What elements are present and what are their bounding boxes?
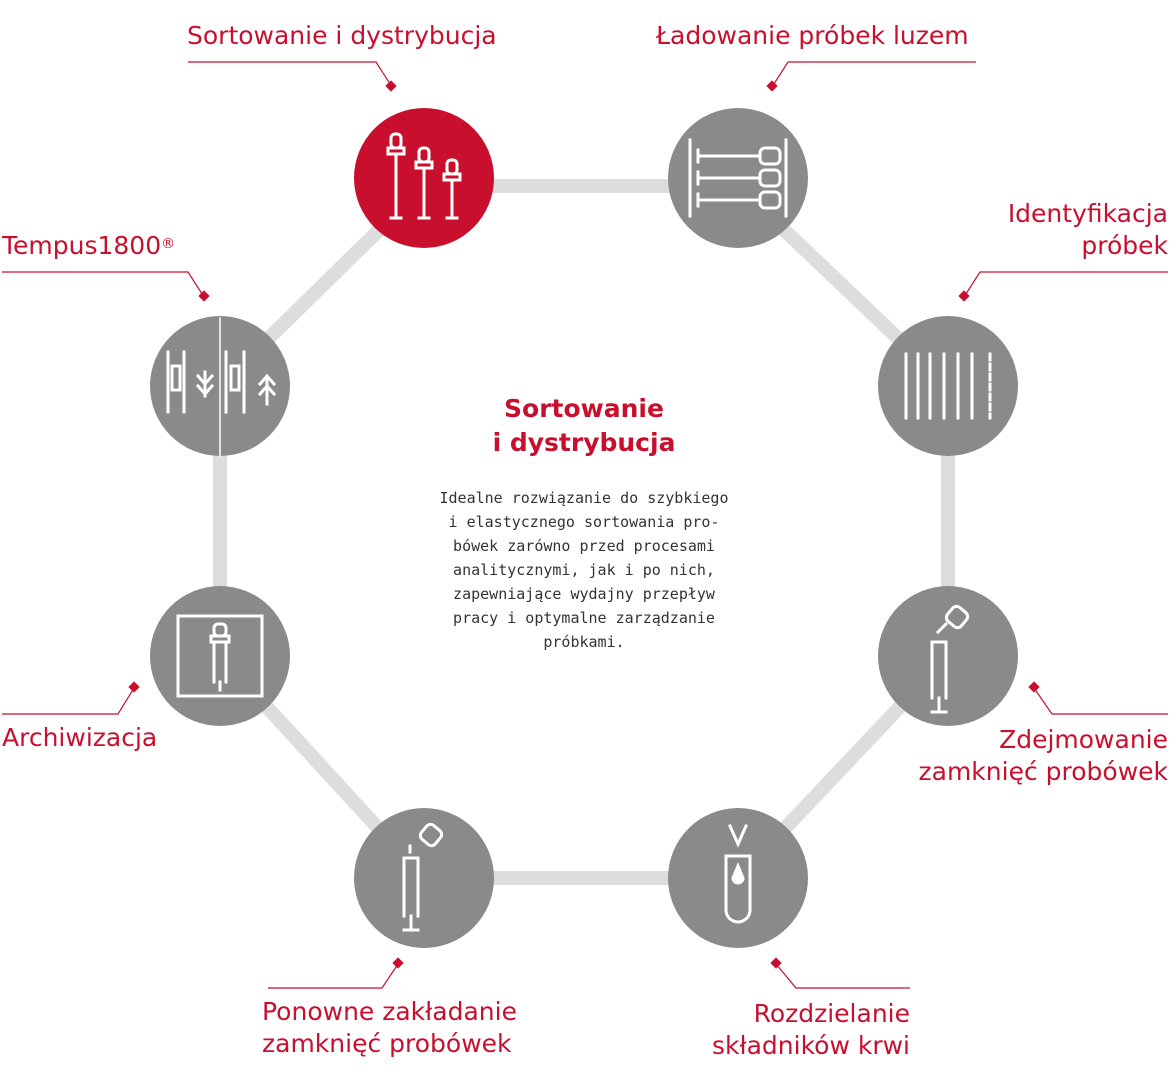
leader-dot	[385, 80, 397, 92]
leader-identification	[963, 271, 1168, 298]
center-title-line: i dystrybucja	[492, 428, 676, 457]
description-line: bówek zarówno przed procesami	[453, 537, 715, 555]
label-line: Rozdzielanie	[753, 999, 910, 1028]
decap-tube-icon	[930, 604, 970, 714]
label-line: Sortowanie i dystrybucja	[187, 21, 497, 50]
barcode-icon	[904, 352, 992, 420]
description-line: i elastycznego sortowania pro-	[448, 513, 720, 531]
description-line: pracy i optymalne zarządzanie	[453, 609, 715, 627]
description-line: analitycznymi, jak i po nich,	[453, 561, 715, 579]
node-recapping[interactable]	[354, 808, 494, 948]
three-tubes-icon	[386, 132, 462, 220]
leader-dot	[198, 290, 210, 302]
leader-recapping	[268, 963, 399, 989]
label-line: składników krwi	[711, 1031, 910, 1060]
label-recapping: Ponowne zakładanie zamknięć probówek	[262, 996, 517, 1060]
leader-dot	[1028, 681, 1040, 693]
leader-decapping	[1033, 687, 1168, 715]
label-tempus: Tempus1800®	[2, 230, 175, 262]
label-line: Tempus1800	[2, 231, 162, 260]
leader-sorting	[188, 61, 393, 88]
leader-archiving	[2, 687, 135, 715]
description-line: próbkami.	[543, 633, 625, 651]
label-sorting: Sortowanie i dystrybucja	[187, 20, 497, 52]
recap-tube-icon	[402, 822, 444, 932]
leader-dot	[958, 290, 970, 302]
label-identification: Identyfikacja próbek	[1008, 198, 1168, 262]
tube-rack-icon	[688, 138, 788, 218]
node-identification[interactable]	[878, 316, 1018, 456]
leader-centrifugation	[775, 963, 910, 989]
leader-dot	[128, 681, 140, 693]
label-bulk-loading: Ładowanie próbek luzem	[656, 20, 969, 52]
center-title-line: Sortowanie	[504, 394, 664, 423]
leader-tempus	[2, 271, 205, 298]
label-line: zamknięć probówek	[262, 1029, 512, 1058]
tempus-transfer-icon	[166, 317, 277, 457]
archive-tube-icon	[176, 614, 264, 698]
center-title: Sortowanie i dystrybucja	[434, 392, 734, 460]
label-line: Ponowne zakładanie	[262, 997, 517, 1026]
blood-drop-tube-icon	[724, 824, 752, 924]
label-line: Archiwizacja	[2, 723, 158, 752]
label-decapping: Zdejmowanie zamknięć probówek	[919, 724, 1169, 788]
registered-mark: ®	[161, 236, 176, 252]
leader-dot	[766, 80, 778, 92]
leader-dot	[770, 957, 782, 969]
leader-dot	[392, 957, 404, 969]
center-description: Idealne rozwiązanie do szybkiego i elast…	[424, 486, 744, 654]
label-centrifugation: Rozdzielanie składników krwi	[712, 998, 910, 1062]
label-line: próbek	[1081, 231, 1168, 260]
label-line: Ładowanie próbek luzem	[656, 21, 969, 50]
description-line: Idealne rozwiązanie do szybkiego	[439, 489, 729, 507]
label-line: Identyfikacja	[1007, 199, 1168, 228]
node-decapping[interactable]	[878, 586, 1018, 726]
label-archiving: Archiwizacja	[2, 722, 157, 754]
description-line: zapewniające wydajny przepływ	[453, 585, 715, 603]
label-line: zamknięć probówek	[918, 757, 1169, 786]
leader-bulk-loading	[771, 61, 976, 88]
node-archiving[interactable]	[150, 586, 290, 726]
label-line: Zdejmowanie	[999, 725, 1168, 754]
